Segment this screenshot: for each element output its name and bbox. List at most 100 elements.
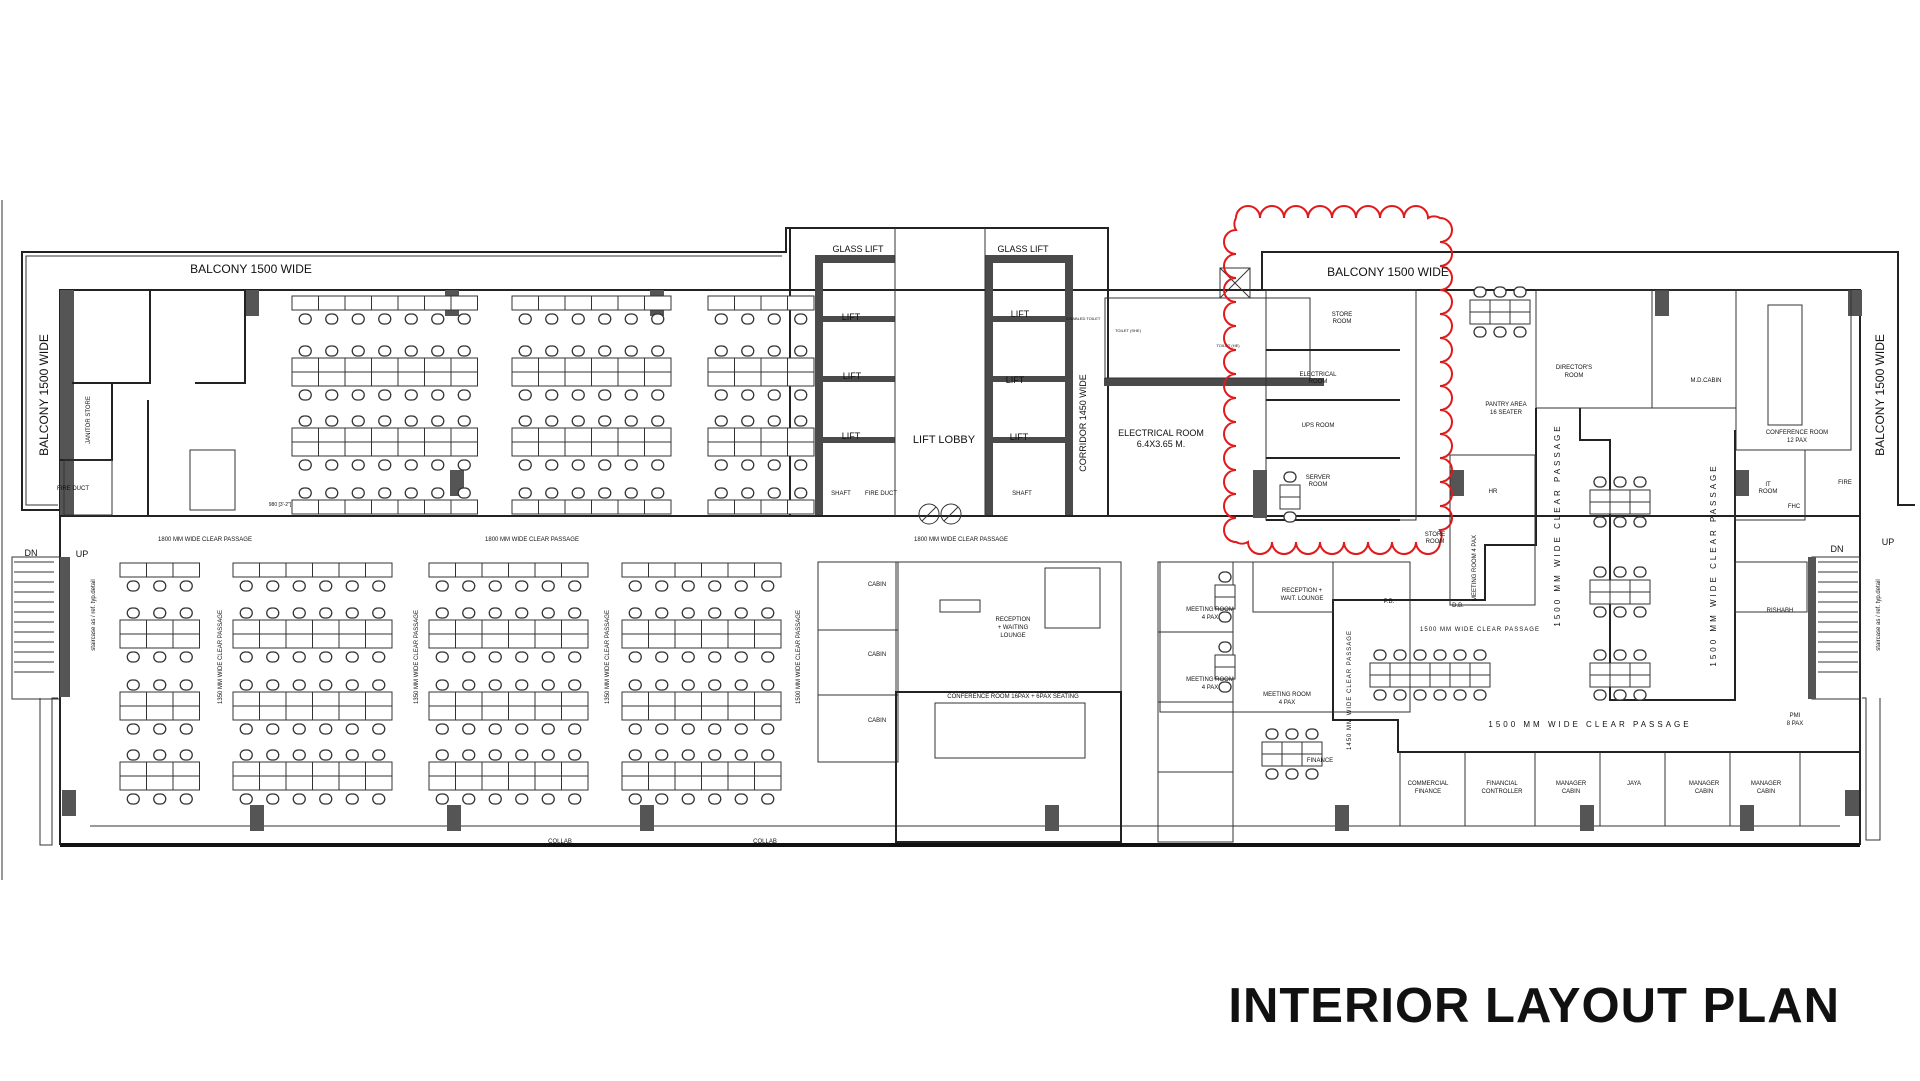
chair	[1265, 768, 1279, 780]
chair	[624, 345, 638, 357]
chair	[431, 313, 445, 325]
chair	[457, 415, 471, 427]
chair	[681, 723, 695, 735]
workstation-desk	[371, 371, 399, 387]
chair	[266, 749, 280, 761]
workstation-desk	[591, 441, 619, 457]
workstation-desk	[561, 705, 589, 721]
chair	[541, 679, 555, 691]
workstation-desk	[146, 691, 174, 707]
chair	[325, 313, 339, 325]
workstation-desk	[534, 691, 562, 707]
workstation-desk	[534, 775, 562, 791]
stair-up-label: UP	[76, 549, 89, 559]
chair	[325, 415, 339, 427]
workstation-desk	[564, 441, 592, 457]
workstation-desk	[338, 761, 366, 777]
workstation-desk	[508, 761, 536, 777]
chair	[734, 607, 748, 619]
workstation-desk	[538, 499, 566, 515]
chair	[714, 415, 728, 427]
passage-label: 1500 MM WIDE CLEAR PASSAGE	[1488, 720, 1691, 729]
chair	[378, 345, 392, 357]
workstation-desk	[538, 371, 566, 387]
workstation-desk	[534, 562, 562, 578]
workstation-desk	[232, 761, 260, 777]
workstation-desk	[727, 619, 755, 635]
workstation-desk	[338, 705, 366, 721]
chair	[1613, 606, 1627, 618]
workstation-desk	[621, 705, 649, 721]
chair	[741, 459, 755, 471]
workstation-desk	[648, 705, 676, 721]
chair	[1493, 326, 1507, 338]
workstation-desk	[1214, 666, 1236, 680]
chair	[761, 679, 775, 691]
chair	[545, 459, 559, 471]
column	[1655, 290, 1669, 316]
workstation-desk	[424, 357, 452, 373]
workstation-desk	[312, 761, 340, 777]
workstation-desk	[674, 633, 702, 649]
workstation-desk	[455, 691, 483, 707]
workstation-desk	[760, 499, 788, 515]
chair	[794, 389, 808, 401]
workstation-desk	[511, 441, 539, 457]
chair	[714, 345, 728, 357]
chair	[734, 749, 748, 761]
workstation-desk	[338, 619, 366, 635]
workstation-desk	[397, 295, 425, 311]
workstation-desk	[318, 441, 346, 457]
workstation-desk	[760, 371, 788, 387]
workstation-desk	[508, 619, 536, 635]
workstation-desk	[701, 691, 729, 707]
workstation-desk	[1469, 311, 1491, 325]
reception-label: WAIT. LOUNGE	[1281, 596, 1324, 602]
hr-label: HR	[1489, 489, 1498, 495]
chair	[378, 313, 392, 325]
workstation-desk	[397, 371, 425, 387]
workstation-desk	[674, 761, 702, 777]
workstation-desk	[455, 775, 483, 791]
workstation-desk	[564, 499, 592, 515]
workstation-desk	[146, 633, 174, 649]
workstation-desk	[591, 499, 619, 515]
chair	[435, 607, 449, 619]
chair	[1633, 649, 1647, 661]
workstation-desk	[232, 775, 260, 791]
chair	[794, 313, 808, 325]
workstation-desk	[727, 761, 755, 777]
workstation-desk	[397, 499, 425, 515]
chair	[457, 345, 471, 357]
chair	[325, 389, 339, 401]
workstation-desk	[754, 562, 782, 578]
workstation-desk	[119, 761, 147, 777]
workstation-desk	[617, 295, 645, 311]
workstation-desk	[787, 295, 815, 311]
chair	[1285, 768, 1299, 780]
workstation-desk	[787, 427, 815, 443]
workstation-desk	[259, 619, 287, 635]
chair	[435, 723, 449, 735]
workstation-desk	[644, 427, 672, 443]
plan-title: INTERIOR LAYOUT PLAN	[1228, 979, 1840, 1033]
chair	[239, 651, 253, 663]
chair	[1218, 611, 1232, 623]
chair	[541, 723, 555, 735]
reception-desk	[939, 599, 981, 613]
store-room-label: STORE	[1332, 312, 1353, 318]
workstation-desk	[428, 775, 456, 791]
chair	[298, 389, 312, 401]
workstation-desk	[561, 761, 589, 777]
chair	[734, 793, 748, 805]
director-room-label: DIRECTOR'S	[1556, 365, 1592, 371]
chair	[628, 580, 642, 592]
chair	[568, 749, 582, 761]
chair	[651, 459, 665, 471]
workstation-desk	[1609, 489, 1631, 503]
workstation-desk	[1609, 674, 1631, 688]
chair	[734, 651, 748, 663]
workstation-desk	[538, 427, 566, 443]
workstation-desk	[734, 295, 762, 311]
chair	[681, 749, 695, 761]
